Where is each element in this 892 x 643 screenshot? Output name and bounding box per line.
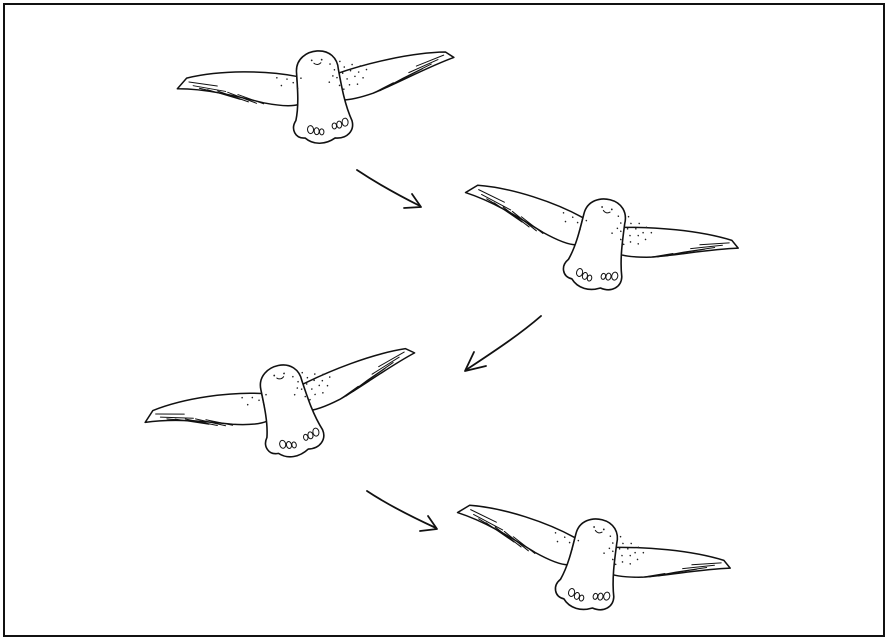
bird-frame-2-icon xyxy=(449,164,743,323)
arrow-frame-3-to-4-icon xyxy=(366,490,438,532)
bird-frame-4-icon xyxy=(441,484,735,643)
bird-frame-1-icon xyxy=(174,40,460,154)
arrow-frame-1-to-2-icon xyxy=(356,169,422,209)
arrow-frame-2-to-3-icon xyxy=(464,315,542,372)
bird-frame-3-icon xyxy=(138,336,432,487)
figure-frame xyxy=(3,3,885,637)
